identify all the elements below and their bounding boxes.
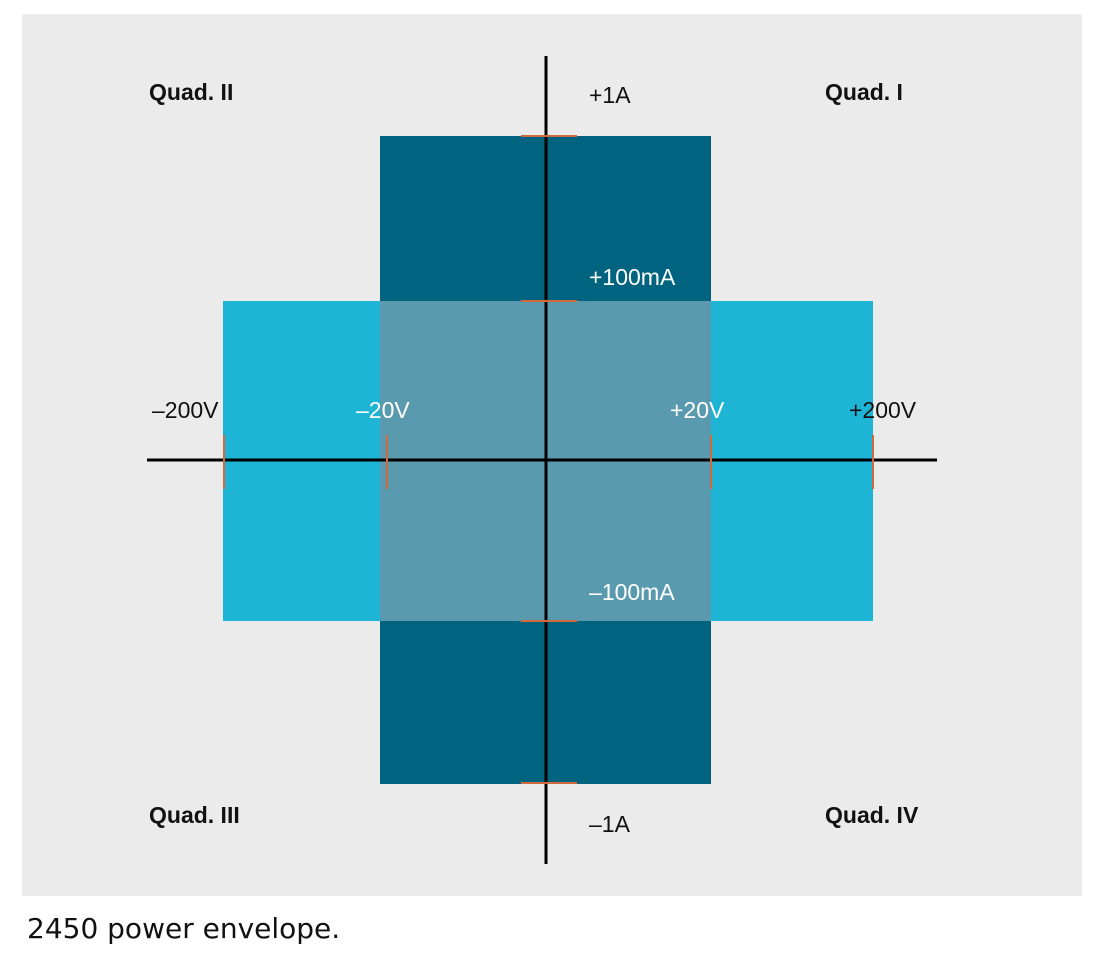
label-current-neg-100ma: –100mA bbox=[589, 579, 675, 605]
quadrant-label-i: Quad. I bbox=[825, 79, 903, 105]
quadrant-label-ii: Quad. II bbox=[149, 79, 233, 105]
label-current-neg-1a: –1A bbox=[589, 811, 631, 837]
label-voltage-neg-200v: –200V bbox=[152, 397, 219, 423]
label-current-pos-1a: +1A bbox=[589, 82, 631, 108]
quadrant-label-iii: Quad. III bbox=[149, 802, 240, 828]
label-current-pos-100ma: +100mA bbox=[589, 264, 676, 290]
power-envelope-diagram: Quad. II Quad. I Quad. III Quad. IV +1A … bbox=[22, 14, 1082, 896]
label-voltage-neg-20v: –20V bbox=[356, 397, 410, 423]
label-voltage-pos-20v: +20V bbox=[670, 397, 725, 423]
diagram-canvas: Quad. II Quad. I Quad. III Quad. IV +1A … bbox=[22, 14, 1082, 896]
figure-caption: 2450 power envelope. bbox=[27, 912, 341, 945]
label-voltage-pos-200v: +200V bbox=[849, 397, 917, 423]
quadrant-label-iv: Quad. IV bbox=[825, 802, 919, 828]
